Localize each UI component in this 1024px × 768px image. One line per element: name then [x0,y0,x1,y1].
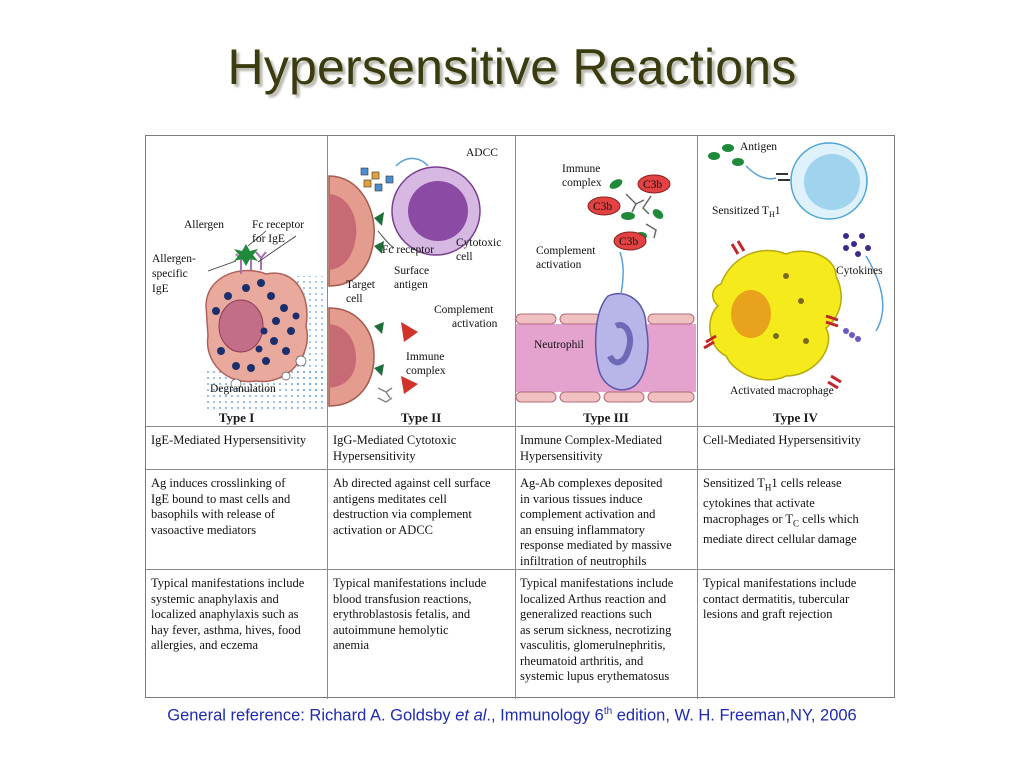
label-c3b-2: C3b [593,201,612,213]
mechanism-type-iv-line-2: cytokines that activate [703,496,815,510]
mechanism-type-iv: Sensitized TH1 cells release cytokines t… [703,476,893,547]
label-immune-complex-iii: Immune [562,163,600,175]
label-c3b-1: C3b [643,179,662,191]
mediation-type-ii: IgG-Mediated Cytotoxic Hypersensitivity [333,433,457,463]
label-immune-complex: Immune [406,351,444,363]
label-allergen-specific-2: specific [152,268,188,280]
label-c3b-3: C3b [619,236,638,248]
label-immune-complex-iii-2: complex [562,177,602,189]
label-antigen: Antigen [740,141,777,153]
label-activated-macrophage: Activated macrophage [730,385,834,397]
mechanism-type-iv-line-1: Sensitized TH1 cells release [703,476,842,493]
type-i-illustration: Allergen Fc receptor for IgE Allergen- s… [152,219,326,411]
manifestations-type-iii: Typical manifestations include localized… [520,576,674,683]
label-complement-activation-iii-2: activation [536,259,582,271]
mechanism-type-iv-line-3: macrophages or TC cells which [703,511,859,529]
manifestations-type-i: Typical manifestations include systemic … [151,576,305,652]
label-sensitized-th1-sub: H [769,210,775,219]
mast-cell-nucleus [218,299,264,353]
label-fc-receptor: Fc receptor [382,244,434,256]
label-cytokines: Cytokines [836,265,883,277]
column-divider-1 [327,136,328,699]
type-label-iv: Type IV [773,410,818,425]
type-ii-illustration: ADCC Fc receptor Cytotoxic cell Target c… [328,147,501,407]
illustration-panel: Allergen Fc receptor for IgE Allergen- s… [152,141,884,411]
label-surface-antigen: Surface [394,265,429,277]
mediation-type-iv: Cell-Mediated Hypersensitivity [703,433,861,447]
row-divider-2 [146,469,894,470]
label-sensitized-th1: Sensitized TH1 [712,205,781,219]
column-divider-3 [697,136,698,699]
label-degranulation: Degranulation [210,383,276,395]
type-iv-illustration: Antigen Sensitized TH1 Cytokines Activat… [703,141,884,397]
slide-title: Hypersensitive Reactions [227,39,797,95]
label-complement-activation: Complement [434,304,494,316]
row-divider-1 [146,426,894,427]
mechanism-type-i: Ag induces crosslinking of IgE bound to … [151,476,291,537]
label-fc-receptor-ige-2: for IgE [252,233,285,245]
label-surface-antigen-2: antigen [394,279,428,291]
label-target-cell: Target [346,279,376,291]
label-fc-receptor-ige: Fc receptor [252,219,304,231]
mechanism-type-iv-line-4: mediate direct cellular damage [703,531,857,546]
hypersensitivity-figure: Allergen Fc receptor for IgE Allergen- s… [145,135,895,699]
c3b-3 [613,231,647,251]
label-complement-activation-2: activation [452,318,498,330]
label-allergen-specific: Allergen- [152,253,196,265]
c3b-2 [587,196,621,216]
mechanism-type-iii: Ag-Ab complexes deposited in various tis… [520,476,672,568]
label-cytotoxic-cell-2: cell [456,251,473,263]
type-iii-illustration: C3b C3b C3b Immune complex Complement ac… [515,163,696,403]
activated-macrophage [709,249,842,381]
label-target-cell-2: cell [346,293,363,305]
mediation-type-i: IgE-Mediated Hypersensitivity [151,433,307,447]
mechanism-type-ii: Ab directed against cell surface antigen… [333,476,491,537]
type-label-iii: Type III [583,410,629,425]
label-immune-complex-2: complex [406,365,446,377]
label-adcc: ADCC [466,147,498,159]
manifestations-type-iv: Typical manifestations include contact d… [703,576,857,621]
type-label-i: Type I [218,410,255,425]
label-sensitized-th1-rest: 1 [775,205,781,217]
label-neutrophil: Neutrophil [534,339,584,351]
neutrophil [594,292,649,391]
reference-sup: th [603,706,613,717]
mediation-type-iii: Immune Complex-Mediated Hypersensitivity [520,433,662,463]
label-complement-activation-iii: Complement [536,245,596,257]
type-label-ii: Type II [400,410,442,425]
row-divider-3 [146,569,894,570]
reference-italic: et al [455,706,487,725]
label-sensitized-th1-text: Sensitized T [712,205,769,217]
c3b-1 [637,174,671,194]
label-allergen: Allergen [184,219,224,231]
reference-citation: General reference: Richard A. Goldsby et… [167,706,857,725]
label-allergen-specific-3: IgE [152,283,169,295]
column-divider-2 [515,136,516,699]
allergen-icon [234,244,258,266]
label-cytotoxic-cell: Cytotoxic [456,237,501,249]
manifestations-type-ii: Typical manifestations include blood tra… [333,576,487,652]
